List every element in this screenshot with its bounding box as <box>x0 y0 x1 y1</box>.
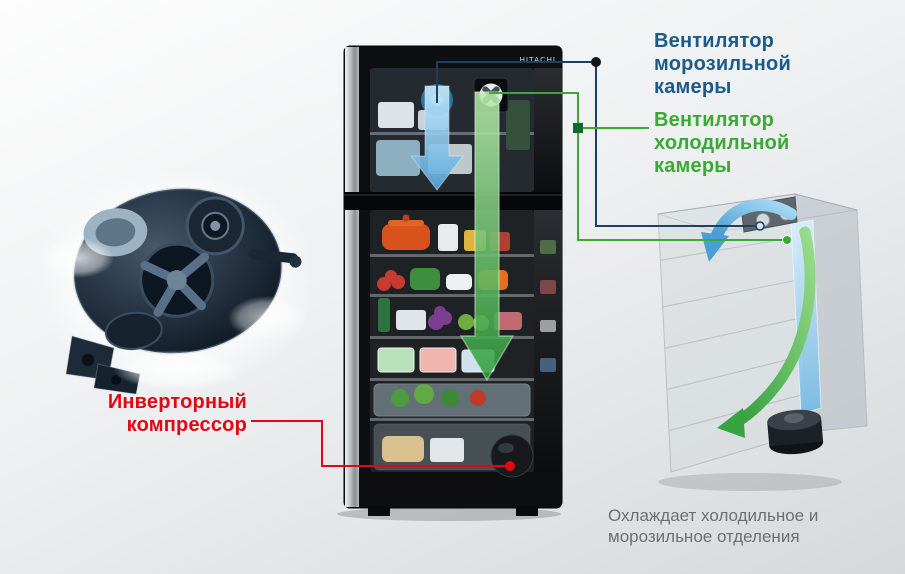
compressor-endpoint-dot <box>505 461 515 471</box>
door-edge <box>534 68 562 472</box>
compressor-label: Инверторный компрессор <box>107 391 247 436</box>
fridge-foot <box>516 506 538 516</box>
brand-logo: HITACHI <box>520 55 556 64</box>
inverter-compressor-image <box>34 168 308 395</box>
fridge-fan-label: Вентилятор холодильной камеры <box>654 109 790 177</box>
fridge-foot <box>368 506 390 516</box>
cutaway-compressor <box>767 409 824 455</box>
freezer-fan-label: Вентилятор морозильной камеры <box>654 30 791 98</box>
cutaway-diagram <box>657 193 868 491</box>
divider-gloss <box>344 194 562 196</box>
freezer-fan-endpoint-dot <box>755 221 765 231</box>
smoke-wisp <box>42 238 114 278</box>
cooling-caption: Охлаждает холодильное и морозильное отде… <box>608 506 819 547</box>
refrigerator-image: HITACHI <box>337 45 563 521</box>
fridge-fan-endpoint-dot <box>782 235 792 245</box>
compressor-callout-line <box>251 420 507 467</box>
fridge-fan-callout-line <box>489 92 786 241</box>
fridge-fan-node <box>573 123 583 133</box>
cutaway-shadow <box>658 473 842 491</box>
compartment-divider <box>344 192 562 210</box>
cutaway-fridge-airflow-arrow <box>717 226 816 438</box>
fridge-airflow-arrow <box>459 91 515 382</box>
fridge-shadow <box>337 507 561 521</box>
freezer-fan-callout-dot <box>591 57 601 67</box>
smoke-wisp <box>228 296 308 340</box>
fridge-steel-edge <box>345 47 359 507</box>
smoke-wisp <box>114 350 242 390</box>
